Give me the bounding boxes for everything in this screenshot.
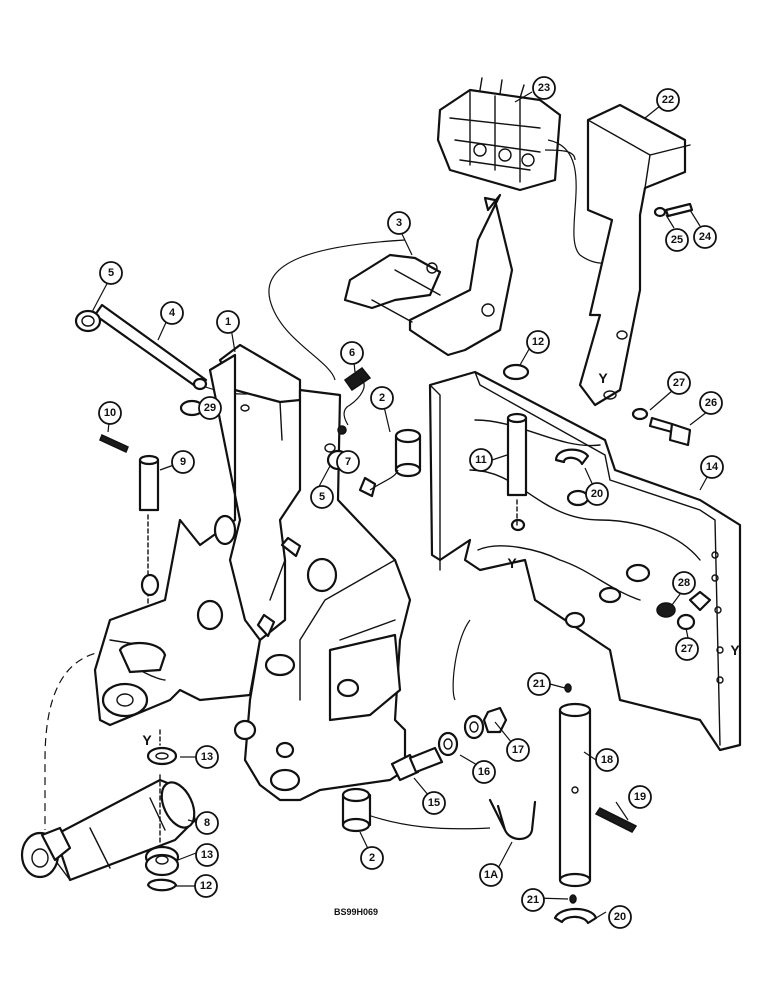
svg-text:13: 13	[201, 751, 213, 763]
svg-text:1: 1	[225, 316, 231, 328]
svg-text:24: 24	[699, 231, 712, 243]
svg-text:4: 4	[169, 307, 176, 319]
callout-10: 10	[98, 401, 122, 425]
alignment-mark: Y	[142, 732, 152, 748]
svg-text:3: 3	[396, 217, 402, 229]
svg-text:8: 8	[204, 817, 210, 829]
sensor-part	[337, 366, 372, 435]
svg-text:7: 7	[345, 456, 351, 468]
svg-text:27: 27	[673, 377, 685, 389]
callout-12: 12	[194, 874, 218, 898]
svg-text:28: 28	[678, 577, 690, 589]
callout-24: 24	[693, 225, 717, 249]
svg-text:27: 27	[681, 643, 693, 655]
svg-text:17: 17	[512, 744, 524, 756]
callout-23: 23	[532, 76, 556, 100]
callout-20: 20	[608, 905, 632, 929]
linkage-part	[343, 193, 514, 357]
pivot-pin-part	[74, 303, 208, 391]
alignment-mark: Y	[730, 642, 740, 658]
callout-28: 28	[672, 571, 696, 595]
mounting-plate-part	[428, 370, 742, 752]
callout-16: 16	[472, 760, 496, 784]
svg-text:20: 20	[614, 911, 626, 923]
callout-25: 25	[665, 228, 689, 252]
svg-text:16: 16	[478, 766, 490, 778]
svg-text:12: 12	[532, 336, 544, 348]
callout-22: 22	[656, 88, 680, 112]
callout-11: 11	[469, 448, 493, 472]
callout-27: 27	[667, 371, 691, 395]
svg-text:1A: 1A	[484, 869, 498, 881]
callout-1: 1	[216, 310, 240, 334]
alignment-mark: Y	[598, 370, 608, 386]
callout-26: 26	[699, 391, 723, 415]
callout-7: 7	[336, 450, 360, 474]
callout-5: 5	[99, 261, 123, 285]
callout-27: 27	[675, 637, 699, 661]
svg-text:2: 2	[379, 392, 385, 404]
svg-text:13: 13	[201, 849, 213, 861]
svg-text:25: 25	[671, 234, 683, 246]
svg-text:22: 22	[662, 94, 674, 106]
svg-text:19: 19	[634, 791, 646, 803]
callout-21: 21	[521, 888, 545, 912]
callout-2: 2	[370, 386, 394, 410]
svg-text:23: 23	[538, 82, 550, 94]
callout-4: 4	[160, 301, 184, 325]
svg-text:21: 21	[527, 894, 539, 906]
callout-8: 8	[195, 811, 219, 835]
callout-12: 12	[526, 330, 550, 354]
callout-6: 6	[340, 341, 364, 365]
callout-2: 2	[360, 846, 384, 870]
bushing-part	[341, 787, 372, 833]
callout-20: 20	[585, 482, 609, 506]
svg-text:6: 6	[349, 347, 355, 359]
pin-ring-part	[502, 363, 590, 526]
loader-frame-part	[93, 343, 412, 802]
washer-part	[144, 729, 180, 892]
svg-text:20: 20	[591, 488, 603, 500]
callout-13: 13	[195, 745, 219, 769]
hydraulic-line	[268, 239, 406, 381]
svg-text:15: 15	[428, 797, 440, 809]
svg-text:21: 21	[533, 678, 545, 690]
bushing-part	[369, 428, 422, 491]
callout-3: 3	[387, 211, 411, 235]
pedal-bracket-part	[578, 103, 691, 407]
bolt-part	[631, 407, 692, 447]
svg-text:29: 29	[204, 402, 216, 414]
callout-1A: 1A	[479, 863, 503, 887]
callout-17: 17	[506, 738, 530, 762]
control-valve-part	[436, 77, 576, 192]
svg-text:5: 5	[108, 267, 114, 279]
callout-14: 14	[700, 455, 724, 479]
svg-text:9: 9	[180, 456, 186, 468]
svg-text:14: 14	[706, 461, 719, 473]
svg-text:26: 26	[705, 397, 717, 409]
main-pin-part	[553, 683, 638, 925]
svg-text:5: 5	[319, 491, 325, 503]
svg-text:2: 2	[369, 852, 375, 864]
callout-18: 18	[595, 748, 619, 772]
svg-text:10: 10	[104, 407, 116, 419]
callout-21: 21	[527, 672, 551, 696]
svg-text:18: 18	[601, 754, 613, 766]
bolt-nut-part	[390, 706, 508, 782]
callout-29: 29	[198, 396, 222, 420]
callout-19: 19	[628, 785, 652, 809]
callout-13: 13	[195, 843, 219, 867]
small-pins-part	[99, 399, 205, 631]
callout-15: 15	[422, 791, 446, 815]
svg-text:11: 11	[475, 454, 487, 466]
hydraulic-line	[452, 619, 471, 701]
clip-part	[488, 798, 537, 841]
svg-text:12: 12	[200, 880, 212, 892]
callout-5: 5	[310, 485, 334, 509]
callout-9: 9	[171, 450, 195, 474]
alignment-mark: Y	[507, 555, 517, 571]
bolt-washer-part	[653, 202, 694, 218]
drawing-reference: BS99H069	[334, 907, 378, 917]
